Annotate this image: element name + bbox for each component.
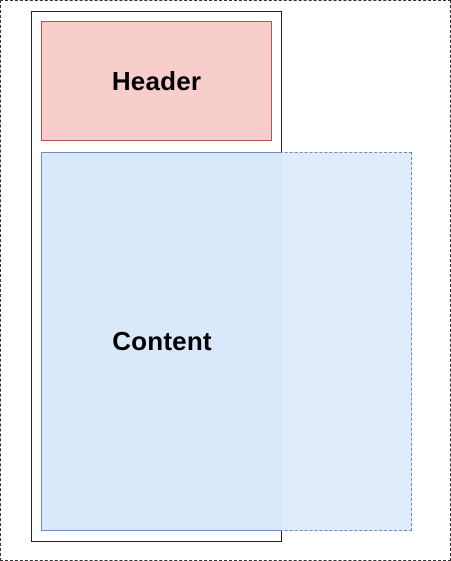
header-block: Header <box>41 21 272 141</box>
content-label: Content <box>112 326 212 356</box>
content-block: Content <box>41 152 282 531</box>
header-label: Header <box>111 65 202 96</box>
